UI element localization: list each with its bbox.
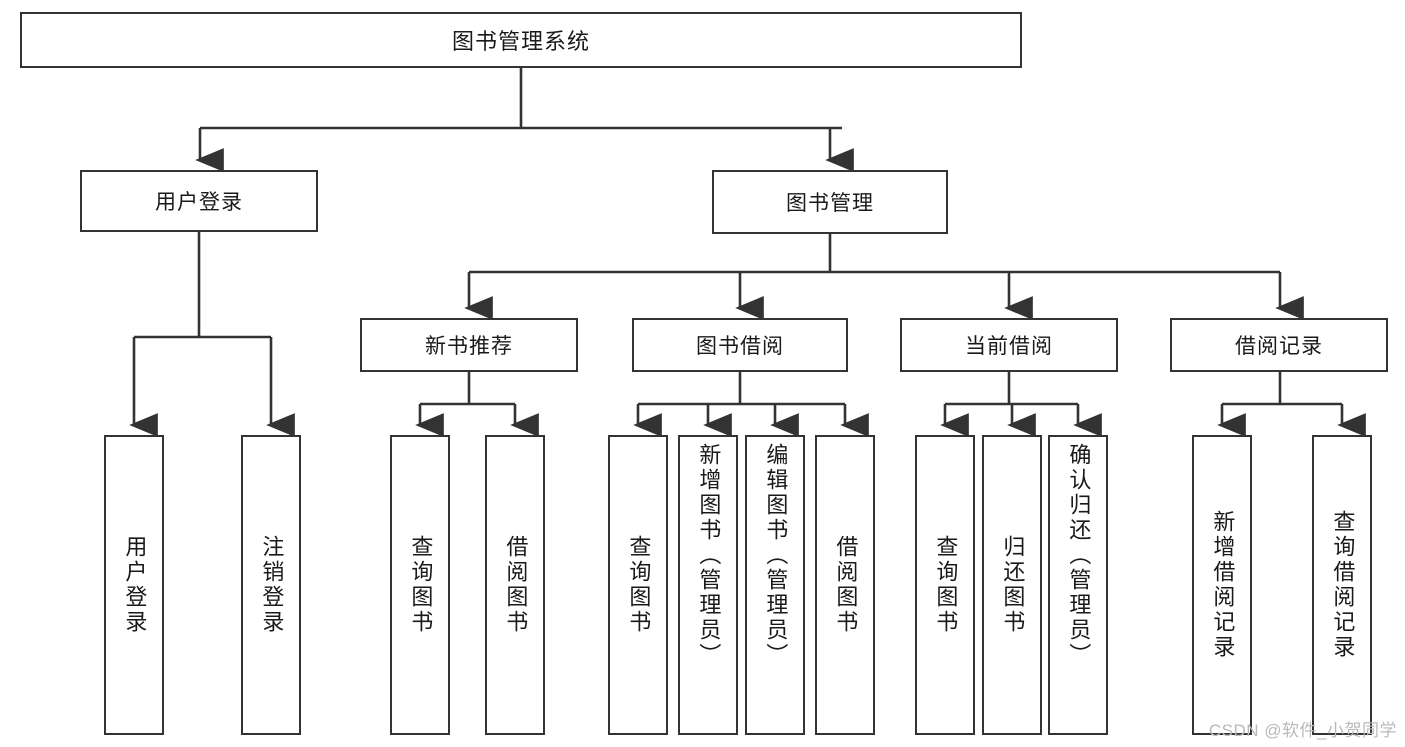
leaf-label: 确认归还（管理员） bbox=[1066, 443, 1092, 668]
leaf-current-query-book[interactable]: 查询图书 bbox=[915, 435, 975, 735]
leaf-user-login-logout[interactable]: 注销登录 bbox=[241, 435, 301, 735]
node-label: 图书管理 bbox=[786, 192, 874, 215]
leaf-borrow-add-book-admin[interactable]: 新增图书（管理员） bbox=[678, 435, 738, 735]
node-new-book-recommend[interactable]: 新书推荐 bbox=[360, 318, 578, 372]
leaf-recommend-borrow-book[interactable]: 借阅图书 bbox=[485, 435, 545, 735]
leaf-record-query-record[interactable]: 查询借阅记录 bbox=[1312, 435, 1372, 735]
leaf-label: 新增图书（管理员） bbox=[696, 443, 722, 668]
leaf-label: 查询图书 bbox=[408, 535, 434, 635]
leaf-label: 归还图书 bbox=[1000, 535, 1026, 635]
leaf-recommend-query-book[interactable]: 查询图书 bbox=[390, 435, 450, 735]
leaf-label: 借阅图书 bbox=[503, 535, 529, 635]
leaf-label: 查询图书 bbox=[933, 535, 959, 635]
leaf-borrow-borrow-book[interactable]: 借阅图书 bbox=[815, 435, 875, 735]
leaf-label: 用户登录 bbox=[122, 535, 148, 635]
node-user-login[interactable]: 用户登录 bbox=[80, 170, 318, 232]
leaf-borrow-query-book[interactable]: 查询图书 bbox=[608, 435, 668, 735]
node-label: 借阅记录 bbox=[1235, 335, 1323, 358]
leaf-label: 查询图书 bbox=[626, 535, 652, 635]
node-label: 当前借阅 bbox=[965, 335, 1053, 358]
node-book-borrow[interactable]: 图书借阅 bbox=[632, 318, 848, 372]
node-root-system[interactable]: 图书管理系统 bbox=[20, 12, 1022, 68]
leaf-label: 借阅图书 bbox=[833, 535, 859, 635]
node-label: 图书借阅 bbox=[696, 335, 784, 358]
leaf-user-login-login[interactable]: 用户登录 bbox=[104, 435, 164, 735]
node-label: 图书管理系统 bbox=[451, 29, 590, 54]
leaf-borrow-edit-book-admin[interactable]: 编辑图书（管理员） bbox=[745, 435, 805, 735]
leaf-current-confirm-return-admin[interactable]: 确认归还（管理员） bbox=[1048, 435, 1108, 735]
node-label: 用户登录 bbox=[155, 191, 243, 214]
leaf-record-add-record[interactable]: 新增借阅记录 bbox=[1192, 435, 1252, 735]
node-book-management[interactable]: 图书管理 bbox=[712, 170, 948, 234]
leaf-label: 注销登录 bbox=[259, 535, 285, 635]
leaf-current-return-book[interactable]: 归还图书 bbox=[982, 435, 1042, 735]
node-label: 新书推荐 bbox=[425, 335, 513, 358]
leaf-label: 编辑图书（管理员） bbox=[763, 443, 789, 668]
watermark: CSDN @软件_小贺同学 bbox=[1208, 721, 1397, 740]
node-borrow-record[interactable]: 借阅记录 bbox=[1170, 318, 1388, 372]
node-current-borrow[interactable]: 当前借阅 bbox=[900, 318, 1118, 372]
leaf-label: 新增借阅记录 bbox=[1210, 510, 1236, 660]
leaf-label: 查询借阅记录 bbox=[1330, 510, 1356, 660]
